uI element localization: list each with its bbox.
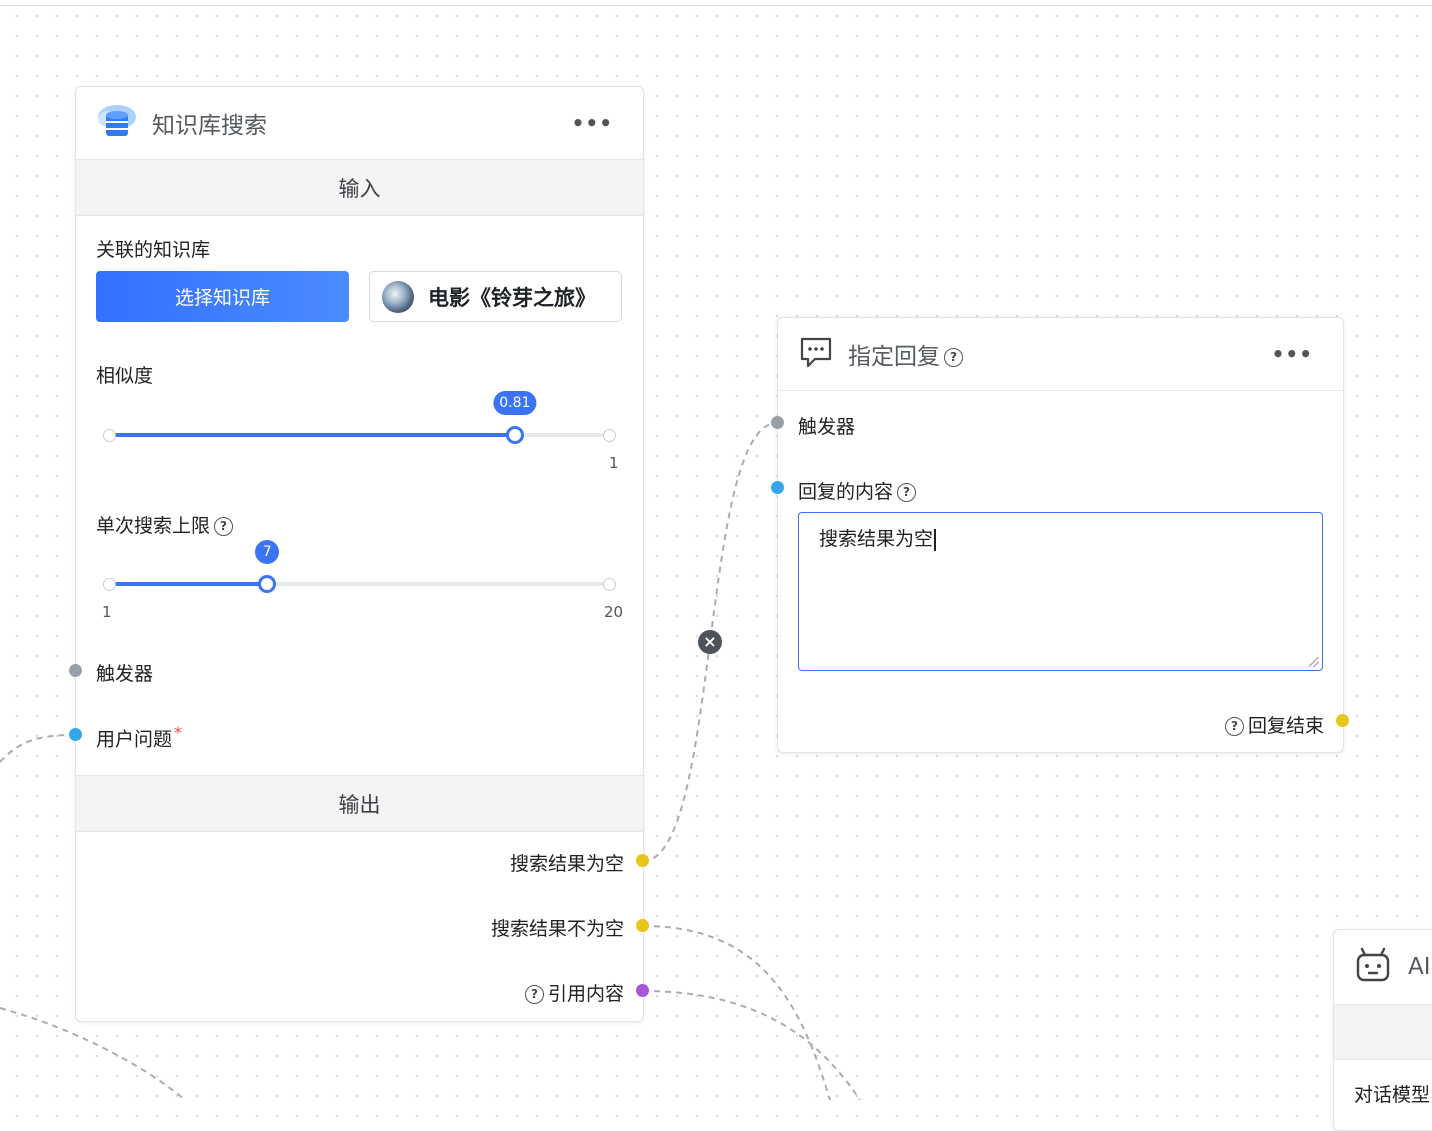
reply-trigger-handle[interactable] [771,416,784,429]
text-caret [934,528,936,551]
output-empty-label: 搜索结果为空 [509,853,624,875]
edge-quote-to-ai [642,990,861,1100]
reply-node-more-icon[interactable]: ••• [1271,342,1313,366]
similarity-slider[interactable]: 0.81 [103,391,616,444]
similarity-slider-end-dot [603,428,616,442]
reply-end-handle[interactable] [1336,714,1349,727]
help-icon[interactable]: ? [524,985,544,1004]
limit-slider-end-dot [603,577,616,591]
limit-tooltip: 7 [255,540,280,564]
reply-content-textarea[interactable]: 搜索结果为空 [798,512,1323,671]
kb-node-more-icon[interactable]: ••• [571,111,613,135]
message-icon [798,334,834,374]
reply-end-label: ?回复结束 [1224,711,1324,738]
limit-slider-start-dot [103,577,116,591]
output-not-empty-handle[interactable] [636,919,649,932]
required-mark: * [174,723,183,742]
limit-label: 单次搜索上限? [96,511,234,538]
robot-icon [1354,946,1392,988]
reply-trigger-label: 触发器 [798,416,856,438]
user-question-handle[interactable] [69,728,82,741]
reply-node-title: 指定回复? [848,337,963,371]
kb-trigger-label: 触发器 [96,663,154,685]
output-empty-handle[interactable] [636,854,649,867]
limit-min-label: 1 [102,603,112,621]
limit-slider-fill [109,582,268,586]
reply-content-label: 回复的内容? [798,477,917,504]
ai-node-section-bar [1334,1005,1432,1060]
help-icon[interactable]: ? [897,483,917,502]
help-icon[interactable]: ? [214,517,234,536]
reply-node[interactable]: 指定回复? ••• 触发器 回复的内容? 搜索结果为空 ?回复结束 [777,317,1344,753]
output-quote-handle[interactable] [636,984,649,997]
output-not-empty-label: 搜索结果不为空 [490,918,624,940]
help-icon[interactable]: ? [1224,717,1244,736]
resize-grip-icon[interactable] [1309,657,1319,667]
kb-label: 关联的知识库 [96,239,211,261]
similarity-tooltip: 0.81 [493,391,537,415]
similarity-slider-thumb[interactable] [505,426,524,444]
ai-model-label: 对话模型 [1354,1084,1431,1106]
top-divider [0,5,1432,6]
edge-in-user-question [0,734,76,763]
limit-slider-thumb[interactable] [258,575,277,593]
limit-max-label: 20 [604,603,624,621]
input-section-header: 输入 [76,160,643,216]
select-kb-button[interactable]: 选择知识库 [96,271,349,322]
limit-slider[interactable]: 7 [103,540,616,593]
reply-content-handle[interactable] [771,481,784,494]
kb-node-title: 知识库搜索 [152,113,267,139]
similarity-max-label: 1 [609,454,619,472]
selected-kb-name: 电影《铃芽之旅》 [428,285,596,310]
reply-content-text: 搜索结果为空 [819,528,934,550]
ai-chat-node[interactable]: AI 对话模型 [1333,929,1432,1131]
selected-kb-chip[interactable]: 电影《铃芽之旅》 [369,271,622,322]
ai-node-title: AI [1408,954,1431,980]
similarity-label: 相似度 [96,365,154,387]
user-question-label: 用户问题* [96,723,183,751]
output-quote-label: ?引用内容 [524,979,624,1006]
edge-delete-icon[interactable]: × [698,630,722,654]
edge-notempty-to-ai [642,925,831,1100]
kb-trigger-handle[interactable] [69,664,82,677]
reply-node-header: 指定回复? ••• [778,318,1343,391]
output-section-header: 输出 [76,775,643,832]
kb-search-node[interactable]: 知识库搜索 ••• 输入 关联的知识库 选择知识库 电影《铃芽之旅》 相似度 0… [75,86,644,1022]
help-icon[interactable]: ? [944,348,963,367]
kb-avatar [382,280,414,313]
ai-node-header: AI [1334,930,1432,1005]
similarity-slider-start-dot [103,428,116,442]
database-icon [96,100,138,146]
kb-node-header: 知识库搜索 ••• [76,87,643,160]
similarity-slider-fill [109,433,515,437]
